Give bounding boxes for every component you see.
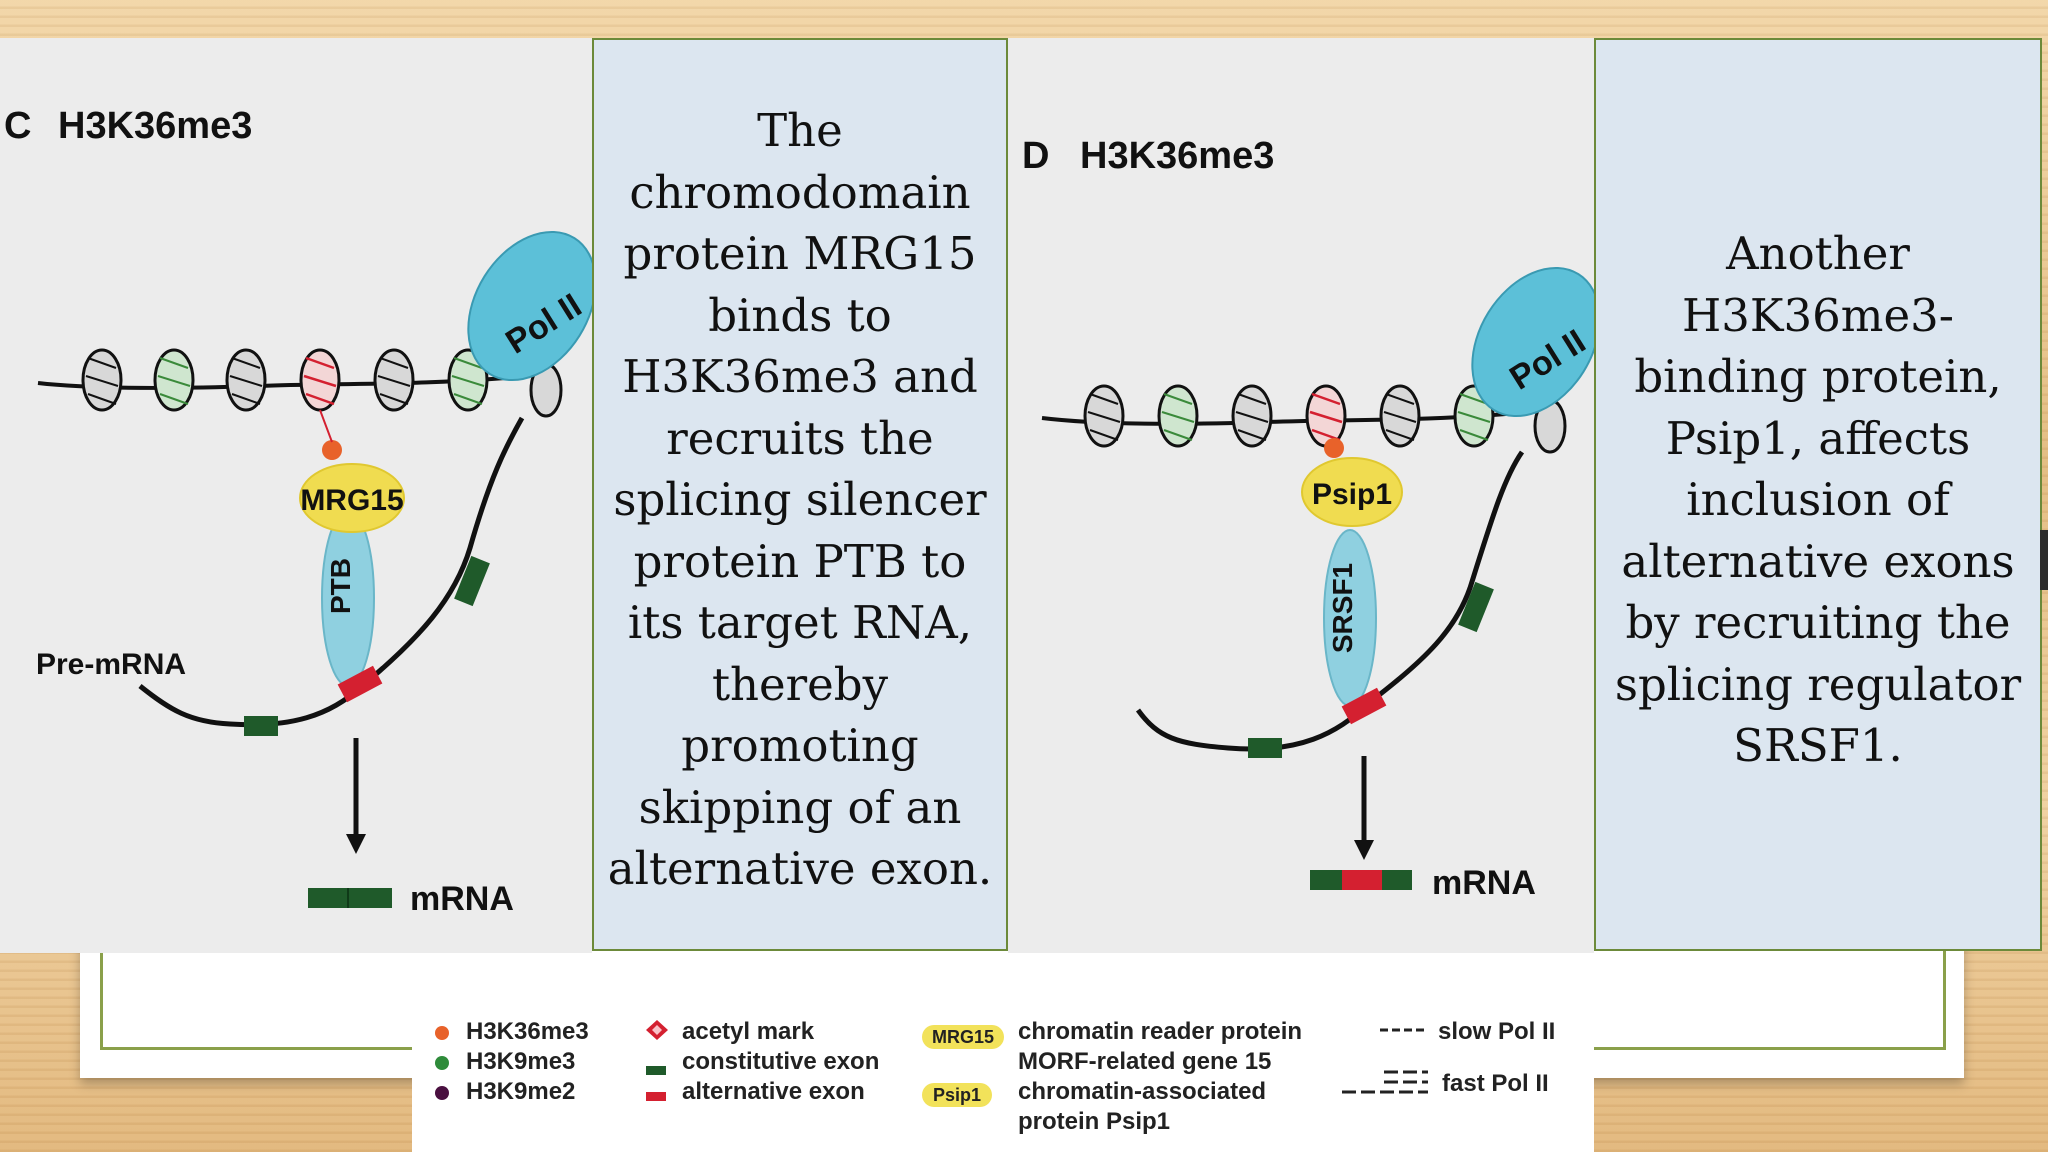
h3k9me2-legend-dot <box>435 1086 449 1100</box>
pol2-ellipse-d: Pol II <box>1471 266 1594 418</box>
panel-c-letter: C <box>4 105 31 147</box>
alternative-exon-legend-bar <box>646 1092 666 1101</box>
nucleosome-d-5 <box>1379 384 1421 448</box>
constitutive-exon-d-1 <box>1248 738 1282 758</box>
mrna-label: mRNA <box>410 880 514 918</box>
legend-h3k9me3: H3K9me3 <box>466 1048 576 1075</box>
h3k36me3-dot-d <box>1324 438 1344 458</box>
panel-d-diagram: D H3K36me3 Pol II SRSF1 Psip1 mRNA <box>1008 38 1594 953</box>
slow-pol2-dash-icon <box>1380 1028 1426 1032</box>
legend-h3k36me3: H3K36me3 <box>466 1018 589 1045</box>
nucleosome-5 <box>373 348 415 412</box>
explanation-text-mrg15: The chromodomain protein MRG15 binds to … <box>607 104 993 895</box>
psip1-label: Psip1 <box>1312 478 1392 511</box>
fast-pol2-dash-icon <box>1342 1070 1428 1094</box>
psip1-protein <box>1301 457 1403 527</box>
panel-c-svg: C H3K36me3 Pol II PTB MRG15 Pre-mRNA <box>4 105 592 918</box>
panel-d-mark-title: H3K36me3 <box>1080 135 1274 177</box>
constitutive-exon-d-2 <box>1458 581 1494 633</box>
alternative-exon <box>337 665 383 703</box>
right-edge-marker <box>2040 530 2048 590</box>
ptb-label: PTB <box>325 558 356 614</box>
h3k36me3-legend-dot <box>435 1026 449 1040</box>
mrna-label-d: mRNA <box>1432 864 1536 902</box>
constitutive-exon-1 <box>244 716 278 736</box>
srsf1-label: SRSF1 <box>1327 563 1358 653</box>
nucleosome-d-3 <box>1231 384 1273 448</box>
mrg15-label: MRG15 <box>300 484 403 517</box>
nucleosome-2 <box>153 348 195 412</box>
legend-h3k9me2: H3K9me2 <box>466 1078 576 1105</box>
h3k36me3-dot <box>322 440 342 460</box>
mrg15-protein <box>299 463 405 533</box>
legend-psip1-desc-1: chromatin-associated <box>1018 1078 1267 1105</box>
nucleosome-1 <box>81 348 123 412</box>
legend-mrg15-desc-1: chromatin reader protein <box>1018 1018 1303 1045</box>
legend: H3K36me3 H3K9me3 H3K9me2 acetyl mark con… <box>412 1008 1594 1152</box>
arrow-head <box>346 834 366 854</box>
legend-constitutive: constitutive exon <box>682 1048 880 1075</box>
legend-slow: slow Pol II <box>1438 1018 1556 1045</box>
panel-c-mark-title: H3K36me3 <box>58 105 252 147</box>
alternative-exon-d <box>1341 687 1387 725</box>
legend-psip1-desc-2: protein Psip1 <box>1018 1108 1171 1135</box>
nucleosome-3 <box>225 348 267 412</box>
mrna-bar <box>308 888 392 908</box>
panel-d-svg: D H3K36me3 Pol II SRSF1 Psip1 mRNA <box>1022 135 1594 902</box>
explanation-box-psip1: Another H3K36me3-binding protein, Psip1,… <box>1594 38 2042 951</box>
panel-d-letter: D <box>1022 135 1049 177</box>
mark-link <box>319 409 333 443</box>
legend-mrg15-desc-2: MORF-related gene 15 <box>1018 1048 1272 1075</box>
constitutive-exon-2 <box>454 555 490 607</box>
nucleosome-d-4-marked <box>1305 384 1347 448</box>
nucleosome-d-1 <box>1083 384 1125 448</box>
panel-c-diagram: C H3K36me3 Pol II PTB MRG15 Pre-mRNA <box>0 38 592 953</box>
nucleosome-6 <box>447 348 489 412</box>
explanation-box-mrg15: The chromodomain protein MRG15 binds to … <box>592 38 1008 951</box>
legend-fast: fast Pol II <box>1442 1070 1549 1097</box>
h3k9me3-legend-dot <box>435 1056 449 1070</box>
explanation-text-psip1: Another H3K36me3-binding protein, Psip1,… <box>1614 227 2022 772</box>
mrna-included-exon <box>1342 870 1382 890</box>
constitutive-exon-legend-bar <box>646 1066 666 1075</box>
pre-mrna-label: Pre-mRNA <box>36 648 186 681</box>
arrow-head-d <box>1354 840 1374 860</box>
legend-acetyl: acetyl mark <box>682 1018 815 1045</box>
legend-alternative: alternative exon <box>682 1078 865 1105</box>
mrg15-legend-pill: MRG15 <box>922 1025 1004 1049</box>
psip1-legend-pill: Psip1 <box>922 1083 992 1107</box>
acetyl-mark-icon <box>646 1020 668 1040</box>
nucleosome-d-2 <box>1157 384 1199 448</box>
nucleosome-4-marked <box>299 348 341 412</box>
